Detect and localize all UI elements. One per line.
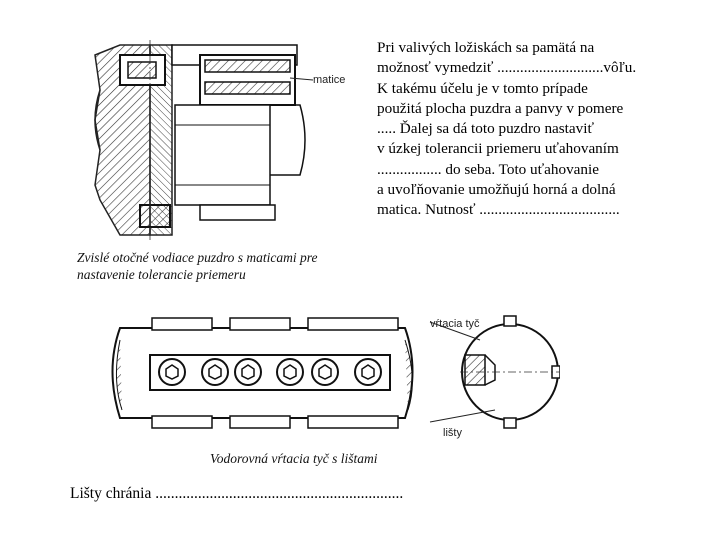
label-boring-bar: vŕtacia tyč <box>430 318 480 330</box>
paragraph-line: Pri valivých ložiskách sa pamätá na <box>377 39 595 56</box>
bottom-text: Lišty chránia ..........................… <box>70 485 404 502</box>
paragraph-line: ................. do seba. Toto uťahovan… <box>377 160 599 178</box>
paragraph-line: použitá plocha puzdra a panvy v pomere <box>377 99 624 117</box>
bushing-drawing <box>94 40 314 240</box>
figure2-caption: Vodorovná vŕtacia tyč s lištami <box>210 451 378 466</box>
paragraph-line: matica. Nutnosť ........................… <box>377 201 620 219</box>
paragraph-line: možnosť vymedziť .......................… <box>377 59 637 77</box>
caption-line: Zvislé otočné vodiace puzdro s maticami … <box>77 250 318 265</box>
explanatory-paragraph: Pri valivých ložiskách sa pamätá na možn… <box>377 38 687 221</box>
paragraph-line: a uvoľňovanie umožňujú horná a dolná <box>377 181 616 199</box>
label-strips: lišty <box>443 427 462 439</box>
boring-bar-drawing <box>111 315 560 429</box>
paragraph-line: K takému účelu je v tomto prípade <box>377 79 588 97</box>
paragraph-line: ..... Ďalej sa dá toto puzdro nastaviť <box>377 120 594 138</box>
caption-line: nastavenie tolerancie priemeru <box>77 267 246 282</box>
paragraph-line: v úzkej tolerancii priemeru uťahovaním <box>377 140 619 158</box>
label-matice: matice <box>313 74 346 86</box>
figure1-caption: Zvislé otočné vodiace puzdro s maticami … <box>77 249 377 283</box>
